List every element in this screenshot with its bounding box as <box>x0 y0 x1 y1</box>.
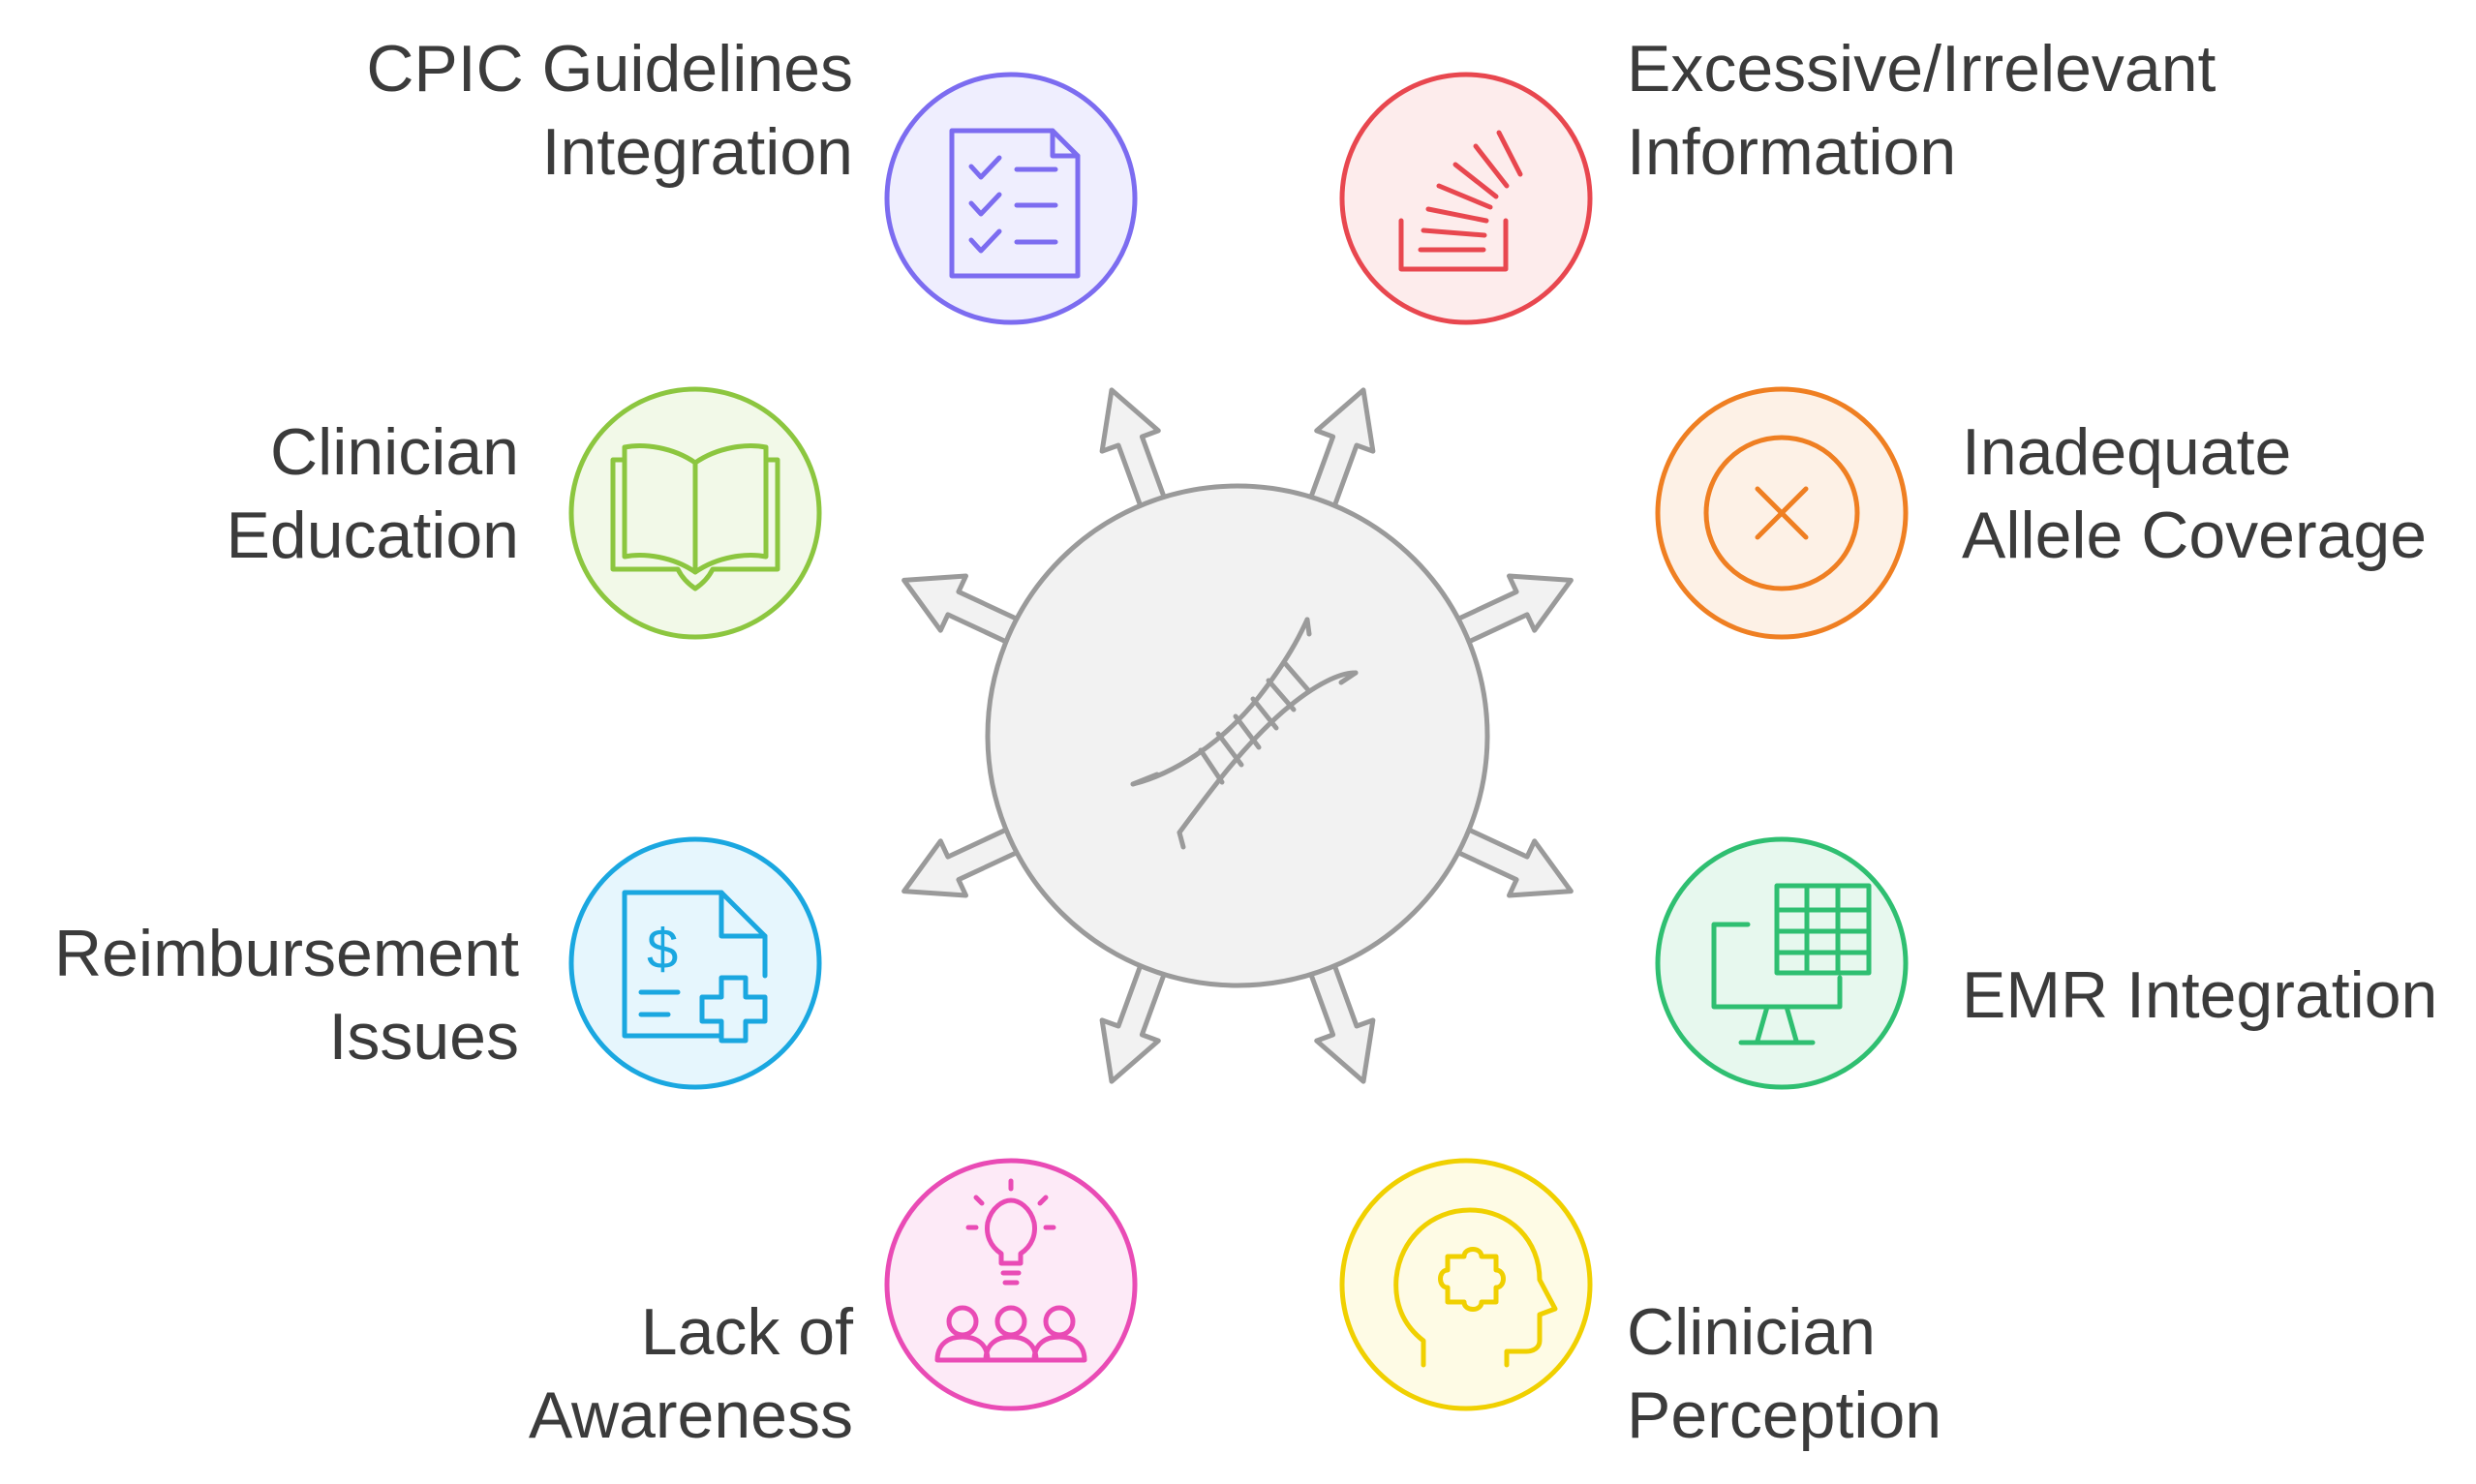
label-line: CPIC Guidelines <box>366 32 853 106</box>
svg-text:$: $ <box>647 918 678 981</box>
label-line: Allele Coverage <box>1962 499 2428 572</box>
node-circles <box>568 72 1909 1411</box>
label-line: Perception <box>1627 1378 1942 1452</box>
idea-people-icon <box>934 1178 1087 1363</box>
label-emr-integration: EMR Integration <box>1962 954 2437 1037</box>
central-hub <box>902 387 1574 1084</box>
label-line: Integration <box>541 115 853 189</box>
cpic-guidelines-circle <box>884 72 1138 325</box>
label-line: Issues <box>328 1000 519 1074</box>
label-excessive-irrelevant-information: Excessive/Irrelevant Information <box>1627 27 2216 194</box>
label-line: Inadequate <box>1962 415 2292 489</box>
label-line: Clinician <box>270 415 519 489</box>
head-puzzle-icon <box>1393 1207 1558 1368</box>
label-cpic-guidelines-integration: CPIC Guidelines Integration <box>366 27 853 194</box>
label-line: Awareness <box>528 1378 853 1452</box>
hub-circle <box>985 483 1490 988</box>
label-line: Education <box>226 499 519 572</box>
checklist-icon <box>949 128 1081 279</box>
reimbursement-issues-circle <box>568 836 822 1090</box>
emr-integration-circle <box>1655 836 1909 1090</box>
label-clinician-perception: Clinician Perception <box>1627 1290 1941 1457</box>
label-line: Information <box>1627 115 1957 189</box>
label-line: Clinician <box>1627 1295 1876 1369</box>
dna-icon <box>1130 617 1359 850</box>
label-lack-of-awareness: Lack of Awareness <box>529 1290 853 1457</box>
label-line: Excessive/Irrelevant <box>1627 32 2216 106</box>
label-line: Reimbursement <box>54 917 519 990</box>
clinician-perception-circle <box>1339 1158 1593 1411</box>
label-line: Lack of <box>640 1295 853 1369</box>
x-circle-icon <box>1703 435 1860 591</box>
label-inadequate-allele-coverage: Inadequate Allele Coverage <box>1962 410 2427 577</box>
label-line: EMR Integration <box>1962 958 2438 1032</box>
label-clinician-education: Clinician Education <box>227 410 519 577</box>
medical-bill-icon: $ <box>622 890 768 1044</box>
open-book-icon <box>610 443 780 591</box>
monitor-spreadsheet-icon <box>1711 883 1872 1045</box>
label-reimbursement-issues: Reimbursement Issues <box>54 912 519 1078</box>
stack-overflow-icon <box>1398 130 1523 272</box>
